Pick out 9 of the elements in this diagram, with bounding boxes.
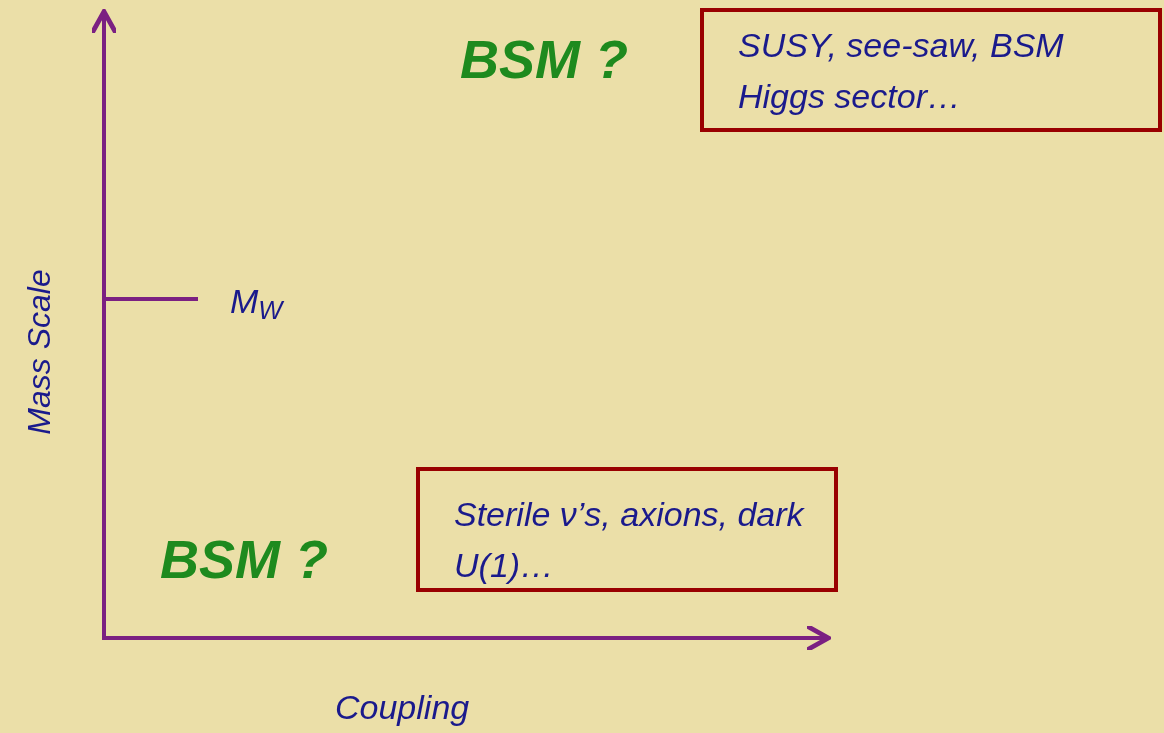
- axis-title: Coupling: [335, 687, 470, 728]
- text-box: [700, 8, 1162, 132]
- axis-title: Mass Scale: [19, 269, 58, 435]
- bsm-heading: BSM ?: [160, 528, 328, 591]
- bsm-heading: BSM ?: [460, 28, 628, 91]
- box-text: Sterile ν’s, axions, dark U(1)…: [454, 494, 806, 586]
- text-box: [416, 467, 838, 592]
- tick-label: M$_{W}$: [230, 281, 283, 323]
- box-text: SUSY, see-saw, BSM Higgs sector…: [738, 25, 1065, 117]
